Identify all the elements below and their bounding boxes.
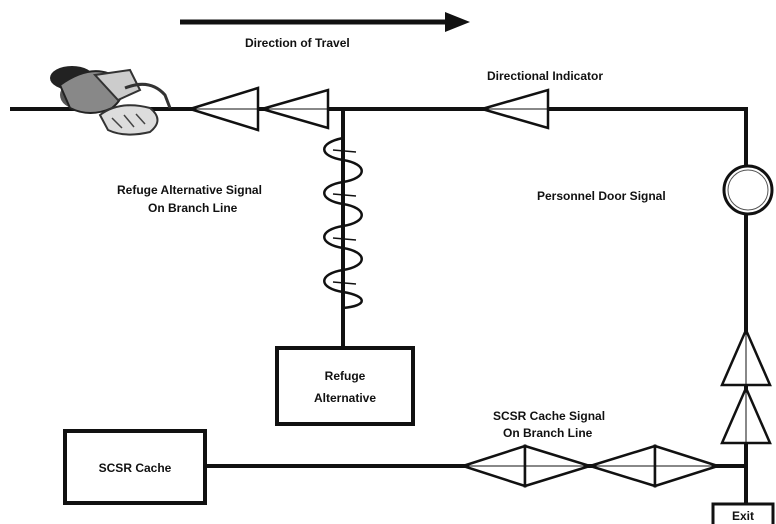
directional-cone-icon [720, 384, 772, 445]
directional-cone-icon [185, 86, 260, 132]
directional-cone-icon [720, 326, 772, 387]
scsr-cache-signal-label-line1: SCSR Cache Signal [493, 409, 605, 423]
personnel-door-signal-icon [722, 164, 774, 216]
exit-box [711, 502, 775, 524]
scsr-cache-box [63, 429, 207, 505]
double-cone-cache-signal-icon [458, 444, 595, 488]
scsr-cache-box-label: SCSR Cache [99, 461, 172, 475]
refuge-box-label-line1: Refuge [325, 369, 366, 383]
exit-box-label: Exit [732, 509, 754, 523]
directional-cone-icon [477, 88, 550, 130]
spiral-branch-signal-icon [323, 136, 363, 310]
direction-arrow-icon [180, 12, 470, 32]
directional-indicator-label: Directional Indicator [487, 69, 603, 83]
direction-of-travel-label: Direction of Travel [245, 36, 350, 50]
directional-cone-icon [257, 88, 330, 130]
refuge-alt-signal-label-line1: Refuge Alternative Signal [117, 183, 262, 197]
scsr-cache-signal-label-line2: On Branch Line [503, 426, 593, 440]
refuge-box-label-line2: Alternative [314, 391, 376, 405]
miner-figure-icon [50, 66, 172, 136]
refuge-alt-signal-label-line2: On Branch Line [148, 201, 238, 215]
personnel-door-signal-label: Personnel Door Signal [537, 189, 666, 203]
refuge-alternative-box [275, 346, 415, 426]
double-cone-cache-signal-icon [585, 444, 723, 488]
